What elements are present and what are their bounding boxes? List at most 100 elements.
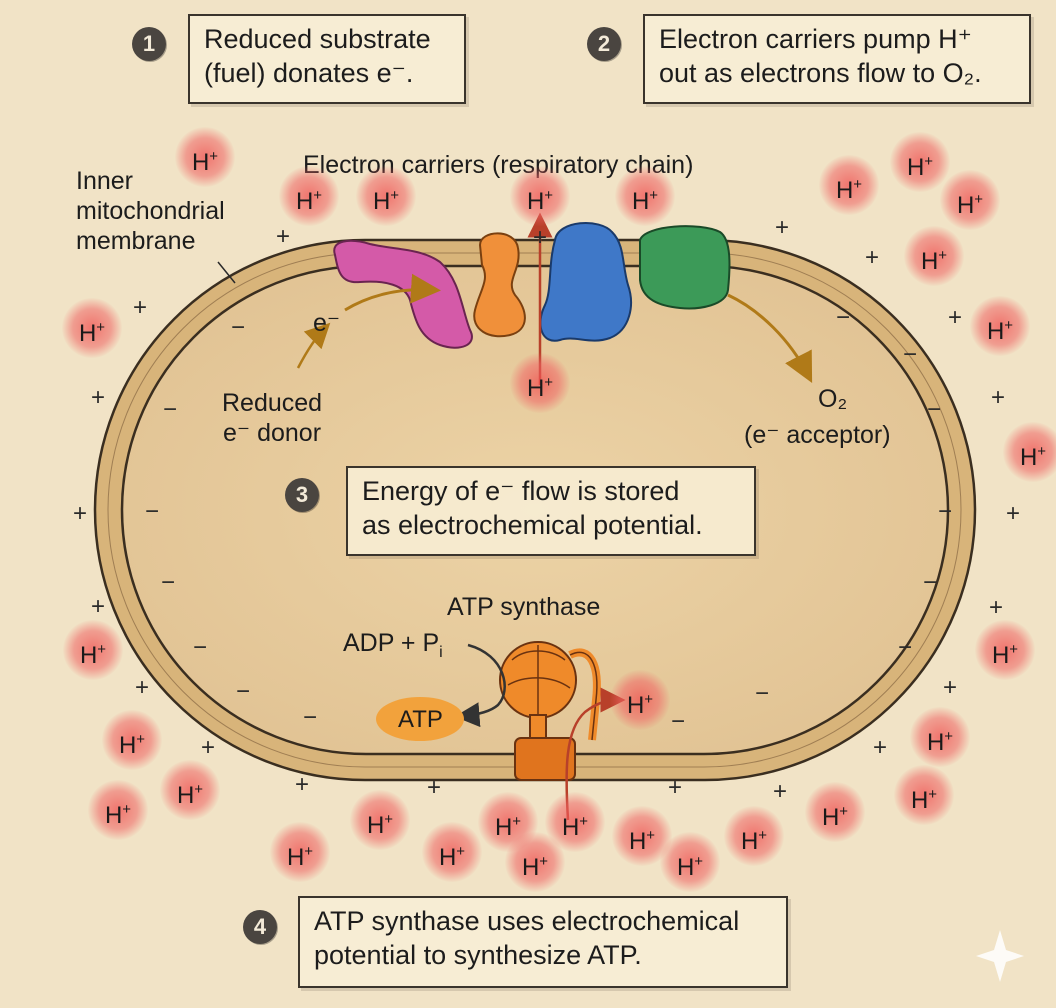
minus-charge: − <box>835 304 851 331</box>
proton-ion: H+ <box>270 822 330 882</box>
plus-charge: + <box>134 674 150 701</box>
step-3-line-1: Energy of e⁻ flow is stored <box>362 476 680 506</box>
plus-charge: + <box>200 734 216 761</box>
minus-charge: − <box>162 396 178 423</box>
plus-charge: + <box>532 224 548 251</box>
plus-charge: + <box>294 771 310 798</box>
minus-charge: − <box>902 341 918 368</box>
step-2-badge: 2 <box>587 27 621 61</box>
plus-charge: + <box>864 244 880 271</box>
plus-charge: + <box>72 500 88 527</box>
proton-ion: H+ <box>160 760 220 820</box>
step-2-line-2: out as electrons flow to O₂. <box>659 58 982 88</box>
step-4-line-1: ATP synthase uses electrochemical <box>314 906 740 936</box>
step-3-line-2: as electrochemical potential. <box>362 510 703 540</box>
proton-ion: H+ <box>890 132 950 192</box>
plus-charge: + <box>947 304 963 331</box>
sparkle-icon <box>976 930 1024 982</box>
proton-ion: H+ <box>175 127 235 187</box>
carrier-protein-1 <box>333 239 473 349</box>
minus-charge: − <box>897 634 913 661</box>
step-3-box: Energy of e⁻ flow is stored as electroch… <box>346 466 756 556</box>
proton-ion: H+ <box>505 832 565 892</box>
membrane-pointer <box>217 261 236 284</box>
step-2-line-1: Electron carriers pump H⁺ <box>659 24 972 54</box>
atp-label: ATP <box>398 706 443 733</box>
proton-ion: H+ <box>724 806 784 866</box>
acceptor-label: (e⁻ acceptor) <box>744 421 891 449</box>
electron-label: e⁻ <box>313 309 341 337</box>
step-1-line-2: (fuel) donates e⁻. <box>204 58 414 88</box>
step-4-line-2: potential to synthesize ATP. <box>314 940 642 970</box>
adp-to-atp-arrow <box>454 643 506 728</box>
proton-ion: H+ <box>1003 422 1056 482</box>
step-1-line-1: Reduced substrate <box>204 24 431 54</box>
carrier-protein-2 <box>473 232 526 338</box>
proton-ion: H+ <box>63 620 123 680</box>
plus-charge: + <box>1005 500 1021 527</box>
proton-ion: H+ <box>970 296 1030 356</box>
proton-ion: H+ <box>660 832 720 892</box>
plus-charge: + <box>90 384 106 411</box>
minus-charge: − <box>926 396 942 423</box>
proton-ion: H+ <box>615 166 675 226</box>
plus-charge: + <box>988 594 1004 621</box>
plus-charge: + <box>942 674 958 701</box>
atp-synthase <box>499 641 601 781</box>
minus-charge: − <box>922 569 938 596</box>
plus-charge: + <box>667 774 683 801</box>
minus-charge: − <box>160 569 176 596</box>
proton-ion: H+ <box>819 155 879 215</box>
plus-charge: + <box>275 223 291 250</box>
proton-ion: H+ <box>356 166 416 226</box>
proton-ion: H+ <box>610 670 670 730</box>
plus-charge: + <box>990 384 1006 411</box>
proton-ion: H+ <box>350 790 410 850</box>
plus-charge: + <box>774 214 790 241</box>
proton-ion: H+ <box>910 707 970 767</box>
proton-ion: H+ <box>279 166 339 226</box>
proton-ion: H+ <box>62 298 122 358</box>
proton-ion: H+ <box>940 170 1000 230</box>
step-2-box: Electron carriers pump H⁺ out as electro… <box>643 14 1031 104</box>
proton-ion: H+ <box>510 353 570 413</box>
atp-blob <box>376 697 464 741</box>
step-4-badge: 4 <box>243 910 277 944</box>
proton-ion: H+ <box>88 780 148 840</box>
step-1-badge: 1 <box>132 27 166 61</box>
minus-charge: − <box>302 704 318 731</box>
minus-charge: − <box>670 708 686 735</box>
minus-charge: − <box>754 680 770 707</box>
proton-ion: H+ <box>102 710 162 770</box>
plus-charge: + <box>426 774 442 801</box>
oxygen-label: O₂ <box>818 385 848 413</box>
minus-charge: − <box>230 314 246 341</box>
proton-ion: H+ <box>894 765 954 825</box>
electron-arrow-into-chain <box>344 273 441 312</box>
proton-through-synthase-arrow <box>565 687 626 821</box>
step-1-box: Reduced substrate (fuel) donates e⁻. <box>188 14 466 104</box>
adp-label: ADP + Pi <box>343 629 443 661</box>
step-3-badge: 3 <box>285 478 319 512</box>
donor-label: Reduced e⁻ donor <box>222 389 323 447</box>
electron-arrow-to-oxygen <box>727 293 813 384</box>
electron-arrow-donor <box>296 322 331 369</box>
carrier-protein-3 <box>539 221 632 342</box>
proton-ion: H+ <box>422 822 482 882</box>
plus-charge: + <box>132 294 148 321</box>
proton-ion: H+ <box>510 166 570 226</box>
proton-ion: H+ <box>904 226 964 286</box>
plus-charge: + <box>872 734 888 761</box>
minus-charge: − <box>144 498 160 525</box>
proton-ion: H+ <box>975 620 1035 680</box>
minus-charge: − <box>192 634 208 661</box>
minus-charge: − <box>937 498 953 525</box>
carrier-protein-4 <box>639 225 731 310</box>
step-4-box: ATP synthase uses electrochemical potent… <box>298 896 788 988</box>
minus-charge: − <box>235 678 251 705</box>
plus-charge: + <box>772 778 788 805</box>
atp-synthase-label: ATP synthase <box>447 593 601 621</box>
plus-charge: + <box>90 593 106 620</box>
membrane-label: Inner mitochondrial membrane <box>76 167 225 255</box>
